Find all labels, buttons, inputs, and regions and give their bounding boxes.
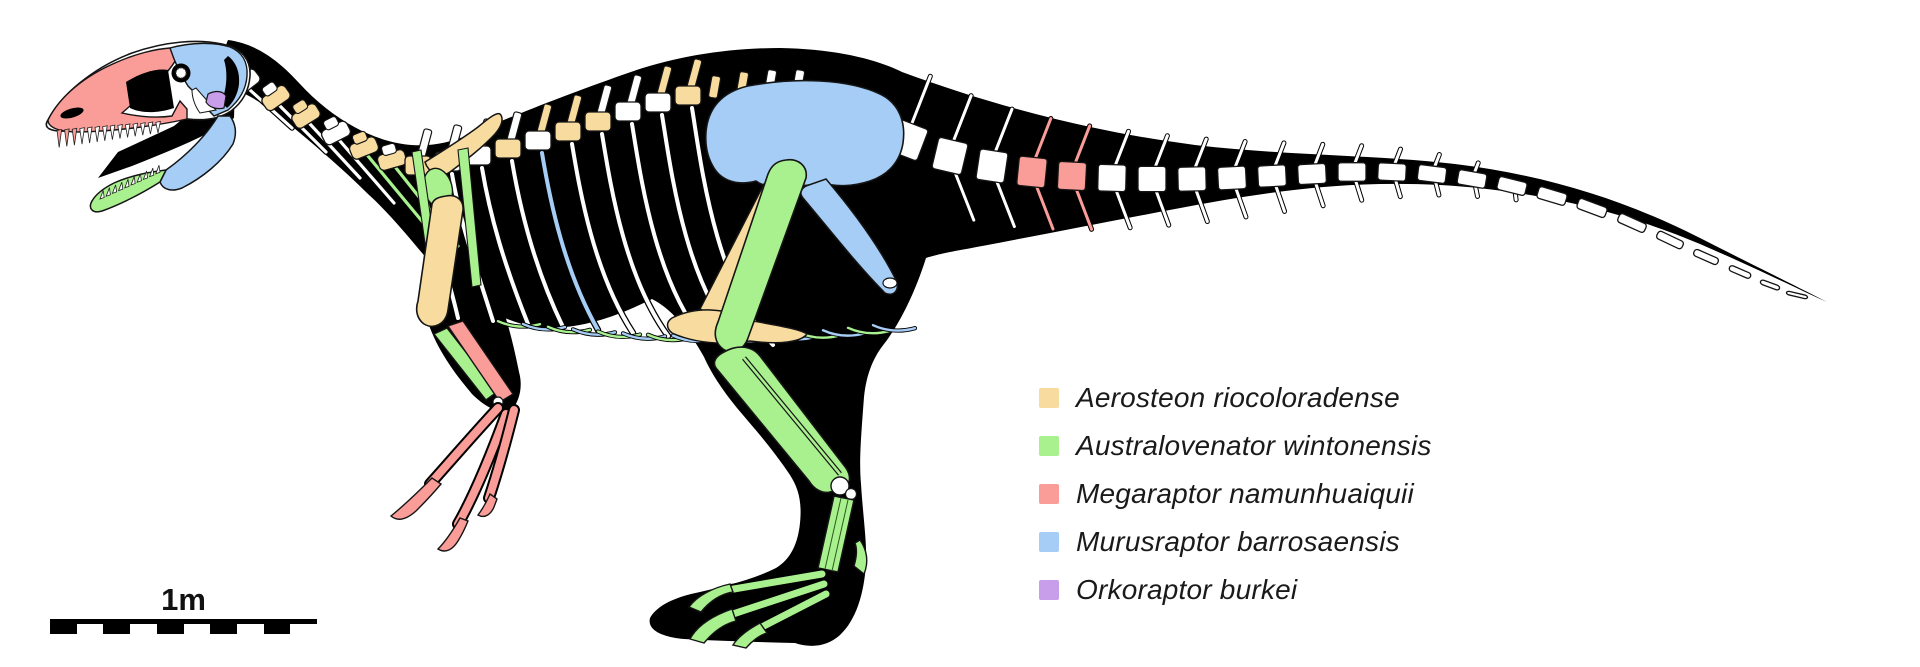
antorbital-fenestra	[126, 69, 174, 113]
scale-bar-segment	[263, 624, 291, 634]
body-silhouette	[224, 40, 1827, 646]
dentary-bone	[89, 169, 168, 213]
naris-opening	[60, 107, 84, 119]
quadrate-bone	[205, 90, 227, 110]
megaraptor-color-swatch-icon	[1039, 484, 1059, 504]
scale-bar-segment	[290, 624, 318, 634]
legend-label: Orkoraptor burkei	[1076, 574, 1298, 605]
ankle-bone-2	[844, 487, 858, 501]
legend-item-aerosteon: Aerosteon riocoloradense	[1039, 374, 1432, 422]
legend-label: Megaraptor namunhuaiquii	[1076, 478, 1414, 509]
scale-bar-segment	[103, 624, 131, 634]
hallux-claw	[853, 539, 868, 576]
toes-group	[687, 539, 868, 649]
legend-label: Murusraptor barrosaensis	[1076, 526, 1400, 557]
orkoraptor-color-swatch-icon	[1039, 580, 1059, 600]
cervical-rib-green-2	[457, 147, 482, 288]
upper-teeth-group	[56, 120, 161, 148]
australovenator-color-swatch-icon	[1039, 436, 1059, 456]
mouth-gape-silhouette	[98, 52, 236, 178]
ankle-bone	[830, 476, 850, 496]
ischium-tip-bone	[882, 277, 898, 289]
metatarsus-seams	[824, 497, 849, 572]
hand-claws-group	[389, 402, 520, 552]
lower-teeth-group	[99, 165, 161, 200]
legend-label: Australovenator wintonensis	[1076, 430, 1432, 461]
scale-bar-segment	[156, 624, 184, 634]
tail-vertebrae-group	[887, 73, 1809, 300]
scale-bar-label: 1m	[161, 582, 206, 617]
legend-item-megaraptor: Megaraptor namunhuaiquii	[1039, 470, 1432, 518]
ilium-bone	[704, 79, 905, 187]
neck-vertebrae-group	[231, 65, 461, 249]
scale-bar-segment	[210, 624, 237, 634]
legend: Aerosteon riocoloradense Australovenator…	[1039, 374, 1432, 614]
scapula-bone	[424, 112, 503, 176]
scale-bar-segment	[183, 624, 211, 634]
legend-item-orkoraptor: Orkoraptor burkei	[1039, 566, 1432, 614]
scale-bar-segment	[76, 624, 104, 634]
femur-bone	[714, 158, 808, 353]
surangular-bone	[159, 115, 237, 191]
ischium-bone	[800, 178, 898, 295]
legend-item-murusraptor: Murusraptor barrosaensis	[1039, 518, 1432, 566]
legend-label: Aerosteon riocoloradense	[1076, 382, 1400, 413]
humerus-bone	[415, 194, 464, 328]
scale-bar-ruler	[50, 619, 318, 634]
scale-bar-segment	[236, 624, 264, 634]
legend-item-australovenator: Australovenator wintonensis	[1039, 422, 1432, 470]
murusraptor-color-swatch-icon	[1039, 532, 1059, 552]
ulna-bone	[446, 320, 514, 403]
aerosteon-color-swatch-icon	[1039, 388, 1059, 408]
scale-bar-segment	[130, 624, 157, 634]
scale-bar: 1m	[50, 582, 318, 634]
scale-bar-segment	[50, 624, 77, 634]
sclerotic-ring	[175, 67, 187, 79]
skull-group	[45, 40, 251, 213]
fibula-bone-fill	[742, 357, 842, 475]
